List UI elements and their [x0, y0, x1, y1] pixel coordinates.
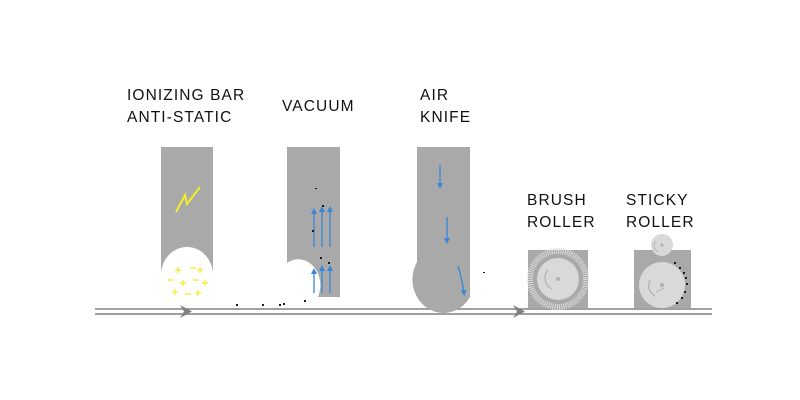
- conveyor: [95, 305, 712, 318]
- lightning-bolt-icon: [175, 186, 201, 213]
- label-line: IONIZING BAR: [127, 87, 246, 104]
- sticky-roller-unit: [634, 234, 691, 308]
- ionizing-bar-unit: [161, 147, 213, 296]
- collected-dust: [674, 262, 688, 304]
- vacuum-unit: [287, 147, 340, 297]
- air-knife-arrows: [437, 165, 467, 296]
- label-line: BRUSH: [527, 192, 587, 209]
- label-line: AIR: [420, 87, 450, 104]
- ionizing-bar-housing: [161, 147, 213, 275]
- conveyor-arrow-icon: [513, 305, 525, 318]
- conveyor-arrow-icon: [180, 305, 192, 318]
- label-ionizing-bar: IONIZING BAR ANTI-STATIC: [127, 85, 245, 129]
- air-knife-unit: [412, 147, 470, 313]
- label-sticky-roller: STICKY ROLLER: [626, 190, 695, 234]
- label-line: ROLLER: [527, 214, 596, 231]
- label-vacuum: VACUUM: [282, 96, 355, 118]
- label-line: STICKY: [626, 192, 689, 209]
- label-line: ROLLER: [626, 214, 695, 231]
- dust-on-conveyor: [236, 272, 485, 306]
- brush-roller-bristles: [527, 248, 589, 310]
- vacuum-airflow-arrows: [311, 206, 333, 293]
- label-brush-roller: BRUSH ROLLER: [527, 190, 596, 234]
- label-line: ANTI-STATIC: [127, 109, 233, 126]
- label-line: KNIFE: [420, 109, 472, 126]
- dust-particles: [312, 188, 330, 264]
- label-line: VACUUM: [282, 98, 355, 115]
- label-air-knife: AIR KNIFE: [420, 85, 471, 129]
- brush-roller-unit: [527, 248, 589, 310]
- air-knife-housing: [412, 147, 470, 313]
- ion-charge-symbols: [168, 267, 208, 296]
